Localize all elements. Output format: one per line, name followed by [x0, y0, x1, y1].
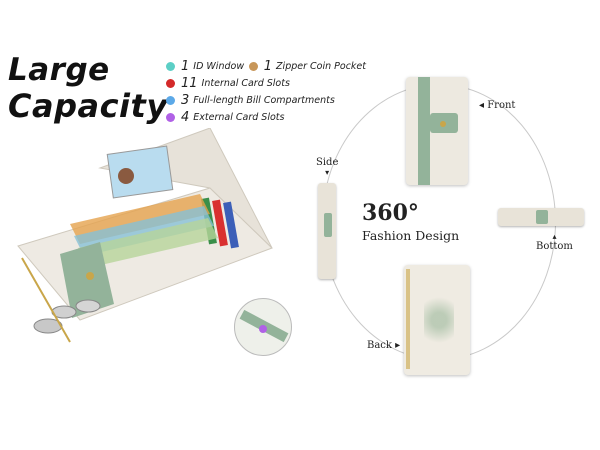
teal-dot-icon: [166, 62, 175, 71]
feature-count: 1: [263, 59, 273, 74]
feature-label: ID Window: [193, 61, 245, 72]
fashion-caption: Fashion Design: [362, 228, 460, 243]
feature-count: 4: [181, 110, 190, 125]
open-wallet-image: [17, 128, 273, 343]
feature-row-bill-compartments: 3 Full-length Bill Compartments: [166, 92, 366, 109]
side-label: Side ▾: [316, 157, 339, 177]
wallet-bottom-view: [498, 208, 584, 226]
headline-line2: Capacity: [8, 87, 168, 125]
arrow-right-icon: ▸: [395, 340, 401, 351]
back-label: Back ▸: [367, 340, 401, 351]
tan-dot-icon: [248, 62, 258, 71]
fashion-design-badge: 360° Fashion Design: [362, 200, 459, 243]
arrow-down-icon: ▾: [325, 168, 330, 177]
wallet-side-view: [318, 183, 336, 279]
feature-label: External Card Slots: [193, 112, 285, 123]
degrees-label: 360°: [362, 200, 419, 226]
feature-row-id-and-coin: 1 ID Window 1 Zipper Coin Pocket: [166, 58, 366, 75]
feature-count: 11: [181, 76, 198, 91]
wallet-front-view: [406, 77, 468, 185]
zoom-detail-image: [234, 298, 292, 356]
red-dot-icon: [166, 79, 175, 88]
feature-count: 3: [181, 93, 190, 108]
headline: Large Capacity: [8, 52, 168, 124]
arrow-left-icon: ◂: [479, 100, 485, 111]
feature-label: Zipper Coin Pocket: [276, 61, 366, 72]
feature-row-internal-slots: 11 Internal Card Slots: [166, 75, 366, 92]
bottom-label: ▴ Bottom: [536, 232, 573, 252]
feature-label: Full-length Bill Compartments: [193, 95, 335, 106]
feature-label: Internal Card Slots: [201, 78, 290, 89]
feature-legend: 1 ID Window 1 Zipper Coin Pocket 11 Inte…: [166, 58, 366, 126]
purple-dot-icon: [166, 113, 175, 122]
headline-line1: Large: [8, 52, 110, 88]
feature-count: 1: [181, 59, 190, 74]
feature-row-external-slots: 4 External Card Slots: [166, 109, 366, 126]
wallet-back-view: [404, 265, 470, 375]
front-label: ◂ Front: [479, 100, 516, 111]
blue-dot-icon: [166, 96, 175, 105]
arrow-up-icon: ▴: [552, 232, 557, 241]
